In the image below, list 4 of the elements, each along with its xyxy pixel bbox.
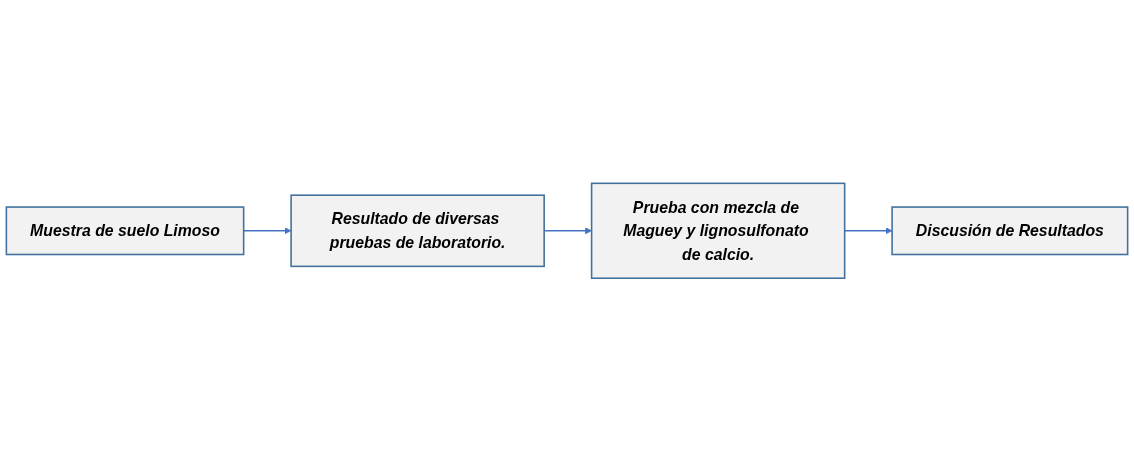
- node-box: Resultado de diversas pruebas de laboratorio.: [290, 194, 545, 267]
- node-box: Discusión de Resultados: [891, 206, 1129, 255]
- node-box: Muestra de suelo Limoso: [5, 206, 245, 255]
- node-box: Prueba con mezcla de Maguey y lignosulfonato de calcio.: [590, 182, 846, 279]
